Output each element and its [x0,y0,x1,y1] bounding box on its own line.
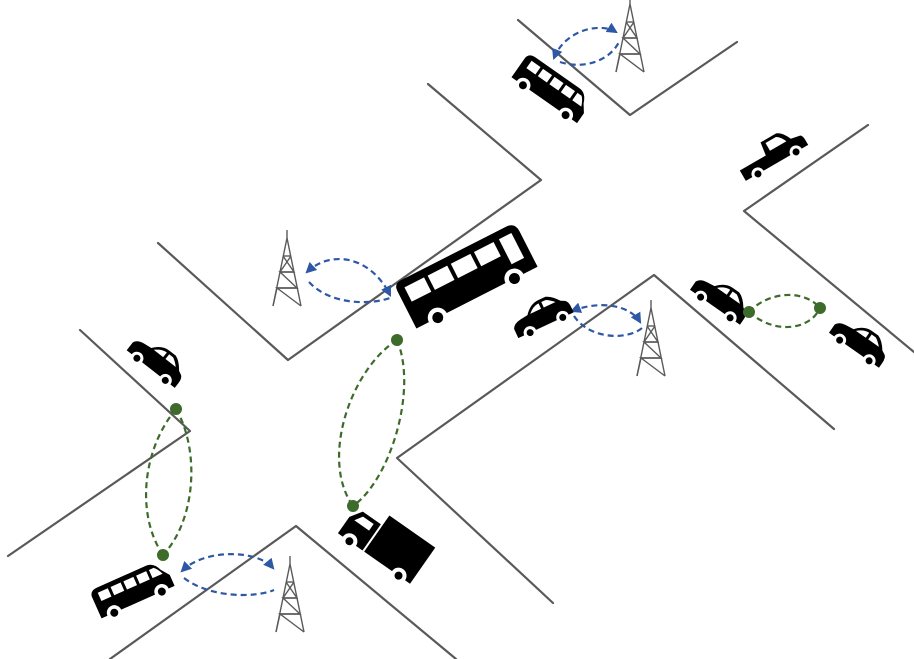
road-network [6,18,914,659]
car-icon [507,288,577,345]
v2v-nodes [157,302,826,561]
car-icon [825,311,894,374]
v2v-link [748,293,821,313]
v2v-link [145,408,177,556]
v2v-link [748,307,822,328]
v2v-node [347,500,359,512]
road-edge [395,273,836,605]
road-edge [742,123,914,354]
v2i-link [569,302,642,324]
v2v-node [391,334,403,346]
v2v-link [352,339,406,507]
road-edge [108,524,458,659]
v2v-node [157,549,169,561]
cell-tower-icon [272,229,302,307]
v2v-node [170,403,182,415]
road-edge [6,328,192,558]
v2i-link [180,553,275,573]
v2v-links [145,293,822,556]
v2v-link [338,339,398,507]
v2i-link [552,22,618,61]
car-icon [122,329,191,393]
v2i-link [573,315,643,337]
car-icon [686,268,755,331]
cell-tower-icon [275,555,305,633]
v2i-links [180,22,643,597]
cell-tower-icon [615,0,645,73]
v2i-link [183,577,275,597]
v2v-link [162,408,193,556]
pickup-icon [732,122,812,187]
cell-tower-icon [636,299,666,377]
van-icon [89,558,178,626]
v2i-link [308,281,391,304]
v2v-node [743,306,755,318]
truck-icon [333,497,436,591]
v2i-link [559,41,620,66]
v2v-node [814,302,826,314]
road-edge [156,82,543,362]
